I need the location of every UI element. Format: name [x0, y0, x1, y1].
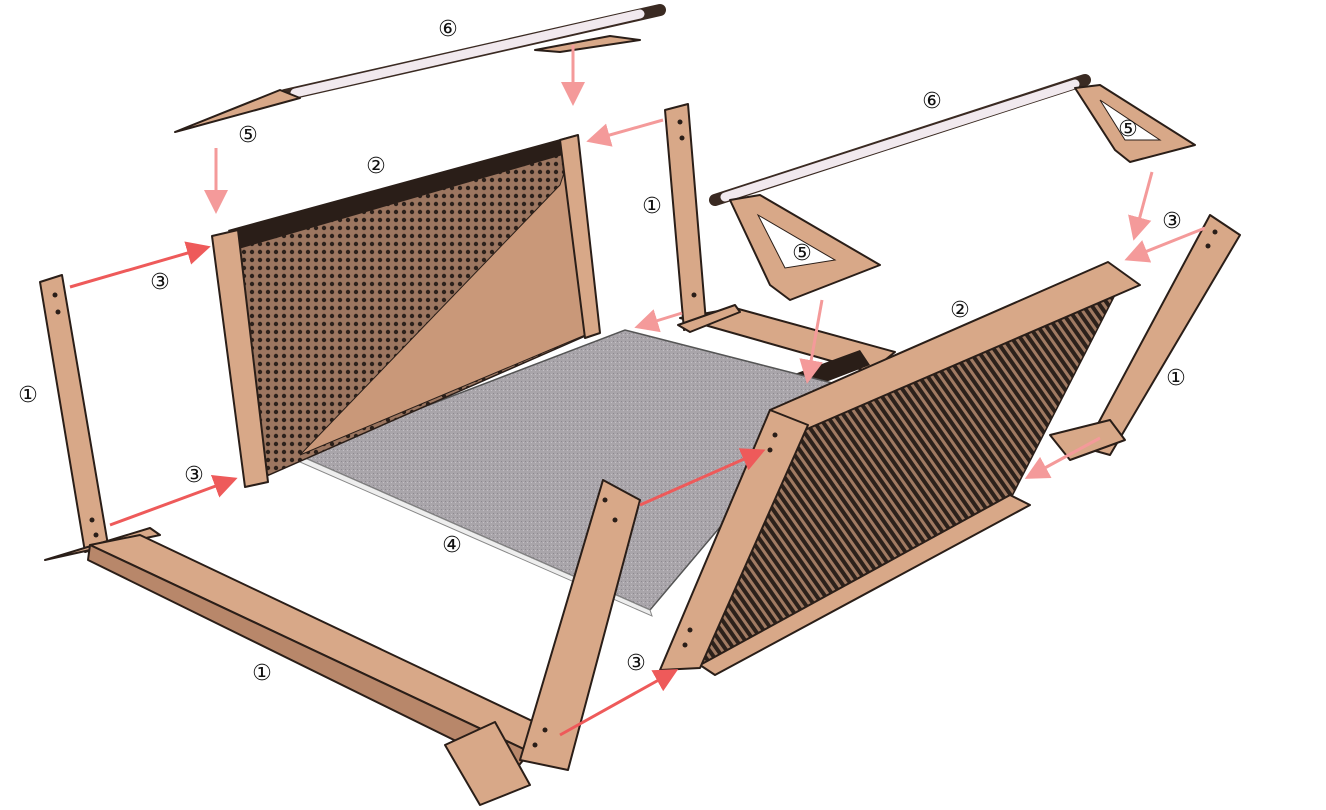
label-bracket: ⑤ [1118, 117, 1138, 142]
floor-support-bracket [710, 350, 870, 455]
label-frame-rail: ① [18, 383, 38, 408]
right-upright-post [1049, 214, 1241, 461]
left-upright-post [39, 274, 109, 553]
label-fastener: ③ [1162, 209, 1182, 234]
label-frame-rail: ① [1166, 366, 1186, 391]
top-left-rod-assembly [174, 4, 666, 133]
label-rod: ⑥ [922, 89, 942, 114]
label-side-panel: ② [950, 298, 970, 323]
back-right-upright-post [664, 103, 741, 333]
top-right-rod-assembly [709, 74, 1196, 301]
label-bracket: ⑤ [238, 123, 258, 148]
part-labels: ⑥ ⑤ ② ③ ① ③ ④ ① ③ ① ⑥ ⑤ ⑤ ③ ② ① [18, 17, 1186, 686]
label-frame-rail: ① [252, 661, 272, 686]
right-side-panel [659, 261, 1141, 676]
left-side-panel [211, 134, 601, 488]
label-fastener: ③ [150, 270, 170, 295]
front-upright-post [519, 479, 641, 771]
assembly-arrows [69, 45, 1206, 737]
label-bracket: ⑤ [792, 241, 812, 266]
bottom-front-rail [44, 527, 569, 806]
label-fastener: ③ [184, 463, 204, 488]
label-fastener: ③ [626, 651, 646, 676]
label-frame-rail: ① [642, 194, 662, 219]
label-floor-board: ④ [442, 533, 462, 558]
label-rod: ⑥ [438, 17, 458, 42]
label-side-panel: ② [366, 154, 386, 179]
